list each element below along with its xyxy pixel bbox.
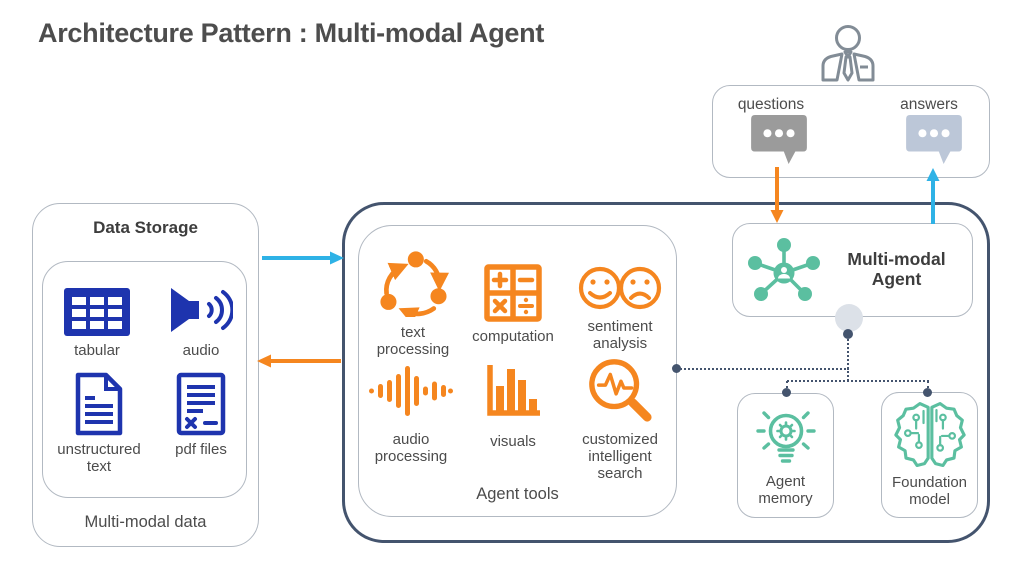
- storage-item-label: tabular: [74, 342, 120, 359]
- answers-label: answers: [900, 96, 958, 113]
- speaker-audio-icon: [169, 280, 233, 336]
- question-chat-bubble-icon: [751, 115, 807, 165]
- connector-dot: [843, 329, 853, 339]
- foundation-model-cell: Foundation model: [882, 399, 977, 509]
- agent-memory-box: Agent memory: [737, 393, 834, 518]
- storage-to-agent-arrow: [262, 251, 345, 265]
- tools-agent-dotted-line: [677, 368, 849, 370]
- tool-visuals: visuals: [461, 358, 565, 451]
- connector-circle: [835, 304, 863, 332]
- agent-tools-box: text processing computation: [358, 225, 677, 517]
- lightbulb-gear-icon: [754, 404, 818, 468]
- storage-item-label: pdf files: [175, 441, 227, 458]
- tool-text-processing: text processing: [365, 251, 461, 359]
- storage-item-pdf-files: pdf files: [155, 370, 247, 459]
- tool-label: computation: [472, 328, 554, 345]
- tools-edge-dot: [672, 364, 681, 373]
- tool-label: sentiment analysis: [587, 318, 653, 352]
- storage-item-audio: audio: [153, 280, 249, 360]
- tool-sentiment-analysis: sentiment analysis: [570, 251, 670, 353]
- tool-label: customized intelligent search: [582, 431, 658, 482]
- tool-label: text processing: [376, 324, 450, 358]
- calculator-icon: [483, 251, 543, 323]
- table-icon: [64, 280, 130, 336]
- happy-sad-faces-icon: [578, 251, 662, 311]
- answer-chat-bubble-icon: [906, 115, 962, 165]
- search-pulse-icon: [586, 356, 654, 424]
- multimodal-agent-box: Multi-modal Agent: [732, 223, 973, 317]
- multimodal-data-caption: Multi-modal data: [84, 513, 207, 532]
- document-icon: [73, 370, 125, 436]
- tool-label: visuals: [490, 433, 536, 450]
- questions-to-agent-arrow: [770, 167, 784, 224]
- branch-dotted-line: [787, 380, 929, 382]
- bar-chart-icon: [483, 358, 543, 420]
- memory-dot: [782, 388, 791, 397]
- page-title: Architecture Pattern : Multi-modal Agent: [38, 18, 545, 48]
- tool-computation: computation: [461, 251, 565, 346]
- data-storage-title: Data Storage: [93, 218, 198, 237]
- storage-item-label: unstructured text: [57, 441, 141, 475]
- storage-item-tabular: tabular: [49, 280, 145, 360]
- data-storage-box: Data Storage tabular: [32, 203, 259, 547]
- foundation-model-box: Foundation model: [881, 392, 978, 518]
- brain-circuit-icon: [893, 399, 966, 471]
- tool-label: audio processing: [374, 431, 448, 465]
- foundation-model-label: Foundation model: [891, 474, 968, 508]
- agent-network-icon: [747, 237, 821, 303]
- user-person-icon: [815, 24, 881, 82]
- waveform-icon: [368, 362, 454, 420]
- storage-item-label: audio: [182, 342, 220, 359]
- multimodal-data-inner-box: tabular audio: [42, 261, 247, 498]
- tool-audio-processing: audio processing: [363, 362, 459, 466]
- agent-to-storage-arrow: [256, 354, 341, 368]
- multimodal-agent-label: Multi-modal Agent: [847, 249, 946, 289]
- agent-down-dotted-line: [847, 335, 849, 381]
- tool-customized-intelligent-search: customized intelligent search: [570, 356, 670, 483]
- memory-hook-dotted-line: [786, 381, 788, 392]
- agent-to-answers-arrow: [926, 167, 940, 224]
- questions-label: questions: [737, 96, 805, 113]
- agent-memory-label: Agent memory: [758, 473, 813, 507]
- storage-item-unstructured-text: unstructured text: [49, 370, 149, 476]
- pdf-file-icon: [176, 370, 226, 436]
- foundation-dot: [923, 388, 932, 397]
- foundation-hook-dotted-line: [927, 381, 929, 392]
- agent-tools-caption: Agent tools: [476, 485, 559, 504]
- cycle-arrows-icon: [377, 251, 449, 317]
- agent-memory-cell: Agent memory: [738, 404, 833, 508]
